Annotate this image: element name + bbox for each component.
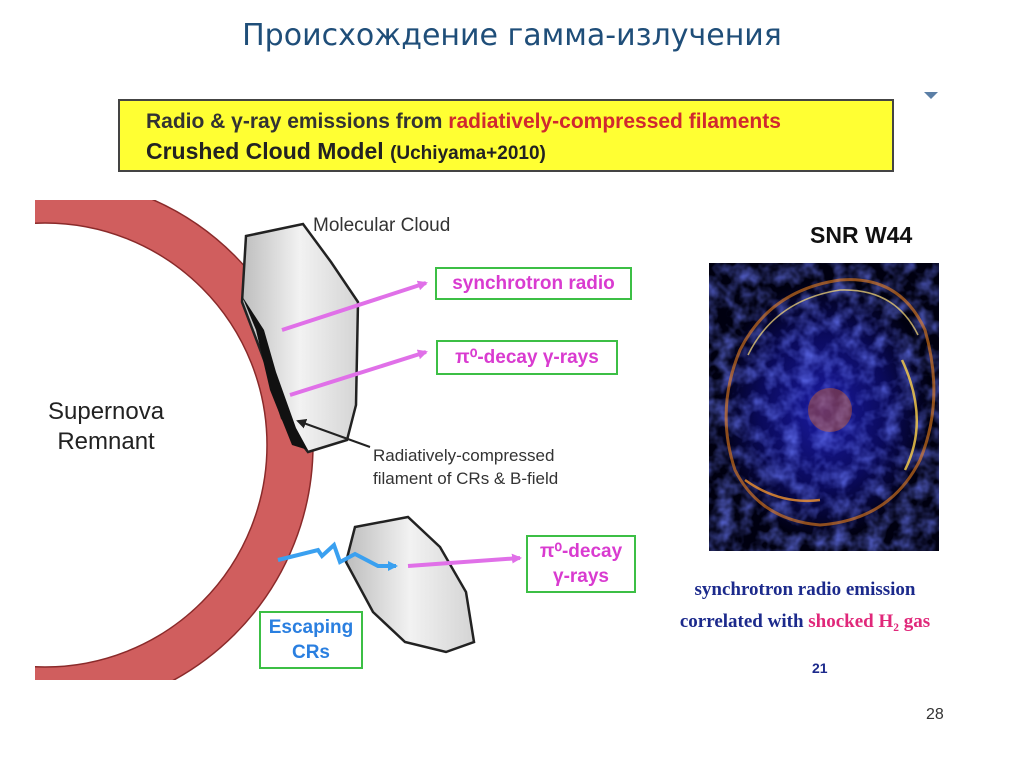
pi0-decay-bottom-line2: γ-rays [528,564,634,589]
supernova-label-line2: Remnant [48,427,164,457]
escaping-crs-box: Escaping CRs [259,611,363,669]
escaped-cloud-shape [346,517,474,652]
filament-label-line1: Radiatively-compressed [373,444,558,467]
caption-line2: correlated with shocked H₂ gas [640,611,970,633]
caption-line1: synchrotron radio emission [640,579,970,601]
pi0-decay-bottom-box: π⁰-decay γ-rays [526,535,636,593]
caption-line2-prefix: correlated with [680,611,808,632]
supernova-label-line1: Supernova [48,397,164,427]
snr-w44-image [709,263,939,551]
escaping-crs-line2: CRs [261,640,361,665]
supernova-remnant-label: Supernova Remnant [48,397,164,457]
pi0-decay-bottom-line1: π⁰-decay [528,539,634,564]
filament-label-line2: filament of CRs & B-field [373,467,558,490]
molecular-cloud-label: Molecular Cloud [313,215,450,237]
page-number: 28 [926,706,944,724]
caption-line2-highlight: shocked H₂ gas [808,611,930,632]
synchrotron-radio-box: synchrotron radio [435,267,632,300]
filament-label: Radiatively-compressed filament of CRs &… [373,444,558,490]
reference-number: 21 [812,660,828,676]
snr-w44-title: SNR W44 [810,222,912,249]
escaping-crs-line1: Escaping [261,615,361,640]
pi0-decay-top-box: π⁰-decay γ-rays [436,340,618,375]
